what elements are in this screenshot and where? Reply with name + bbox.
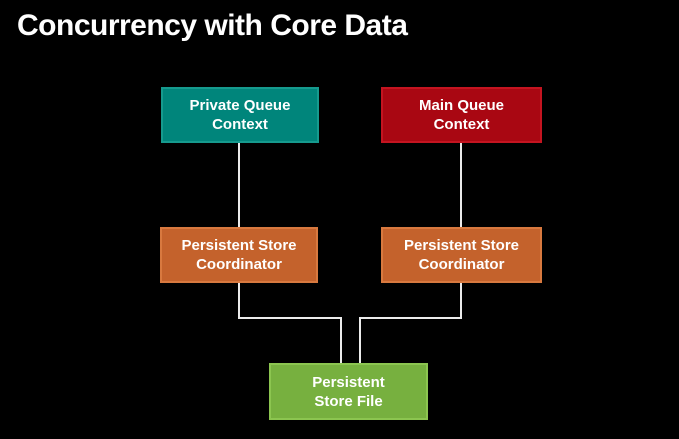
node-label-line: Coordinator	[418, 256, 505, 273]
connector-private-to-coordinator	[238, 143, 240, 227]
node-label-line: Context	[433, 116, 490, 133]
connector-left-to-store-file	[340, 317, 342, 363]
node-label-line: Persistent	[312, 373, 385, 391]
connector-left-coordinator-drop	[238, 283, 240, 319]
connector-right-coordinator-rail	[360, 317, 462, 319]
node-label-line: Context	[212, 116, 268, 133]
node-main-queue-context: Main Queue Context	[381, 87, 542, 143]
node-persistent-store-coordinator-left: Persistent Store Coordinator	[160, 227, 318, 283]
connector-left-coordinator-rail	[238, 317, 342, 319]
connector-right-to-store-file	[359, 317, 361, 363]
connector-main-to-coordinator	[460, 142, 462, 227]
node-label-line: Private Queue	[189, 97, 291, 114]
node-label-line: Coordinator	[196, 256, 282, 273]
node-persistent-store-file: Persistent Store File	[269, 363, 428, 420]
node-label-line: Persistent Store	[403, 237, 520, 254]
node-label-line: Store File	[314, 392, 383, 410]
slide-title: Concurrency with Core Data	[17, 9, 408, 42]
node-persistent-store-coordinator-right: Persistent Store Coordinator	[381, 227, 542, 283]
node-private-queue-context: Private Queue Context	[161, 87, 319, 143]
node-label-line: Persistent Store	[181, 237, 297, 254]
connector-right-coordinator-drop	[460, 283, 462, 319]
node-label-line: Main Queue	[418, 97, 504, 114]
